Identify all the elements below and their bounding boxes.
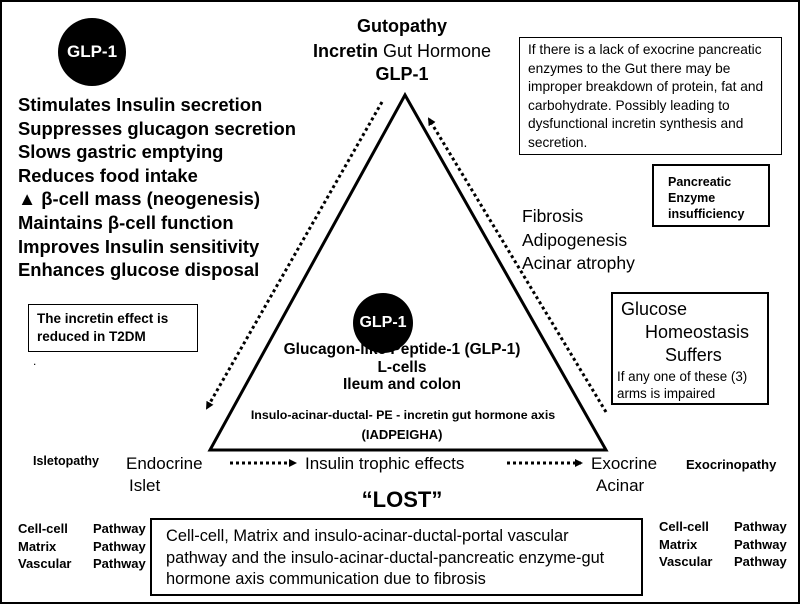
pancreatic-insufficiency-box: Pancreatic Enzyme insufficiency [652,164,770,227]
top-glp1-label: GLP-1 [375,64,429,84]
pathway-type: Cell-cell [18,521,68,536]
fibrosis-item: Acinar atrophy [522,253,635,273]
insulin-trophic-label: Insulin trophic effects [305,454,465,473]
lost-label: “LOST” [361,487,443,512]
glp1-effect-item: Improves Insulin sensitivity [18,235,260,257]
fibrosis-item: Fibrosis [522,206,584,226]
pancreatic-insufficiency-text: Pancreatic Enzyme insufficiency [668,175,745,221]
pathway-row: Vascular Pathway [18,555,146,573]
endocrine-label: Endocrine [126,454,203,473]
exocrine-label: Exocrine [591,454,658,473]
glp1-effect-item: Enhances glucose disposal [18,259,260,281]
pathway-row: Cell-cell Pathway [659,518,787,536]
fibrosis-communication-box: Cell-cell, Matrix and insulo-acinar-duct… [150,518,643,596]
glp1-effect-item: Suppresses glucagon secretion [18,117,296,139]
central-triangle [207,91,609,452]
axis-acronym-label: (IADPEIGHA) [361,427,443,442]
pathway-type: Vascular [18,556,72,571]
pathway-type: Cell-cell [659,519,709,534]
glp1-badge-center: GLP-1 [353,293,413,353]
isletopathy-label: Isletopathy [33,454,99,468]
pathway-word: Pathway [734,554,787,569]
glp1-badge-left: GLP-1 [58,18,126,86]
islet-label: Islet [129,476,161,495]
pathway-row: Vascular Pathway [659,553,787,571]
pathway-type: Matrix [659,536,698,552]
glucagon-like-peptide-label: Glucagon-like Peptide-1 (GLP-1) [283,341,521,358]
ileum-colon-label: Ileum and colon [343,376,461,393]
fibrosis-item: Adipogenesis [522,229,628,250]
glp1-effect-item: ▲ β-cell mass (neogenesis) [18,188,261,210]
glp1-effect-item: Slows gastric emptying [18,141,224,163]
pathway-row: Matrix Pathway [18,538,146,556]
glp1-effect-item: Maintains β-cell function [18,211,234,233]
glp1-effect-item: Stimulates Insulin secretion [18,94,263,115]
pathway-type: Vascular [659,554,713,569]
axis-name-label: Insulo-acinar-ductal- PE - incretin gut … [250,408,556,422]
incretin-gut-hormone-label: Incretin Gut Hormone [292,41,512,62]
impaired-arms-note: If any one of these (3) arms is impaired [617,369,748,401]
pathway-type: Matrix [18,538,57,554]
suffers-line: Suffers [665,345,722,365]
glp1-effect-item: Reduces food intake [18,164,198,186]
pathway-word: Pathway [734,519,787,534]
arrow-glp1-to-islet [205,101,384,410]
glucose-line: Glucose [621,299,688,319]
pathway-word: Pathway [734,536,787,552]
incretin-word: Incretin [312,41,378,61]
incretin-effect-text: The incretin effect is reduced in T2DM [37,311,169,344]
communication-text: Cell-cell, Matrix and insulo-acinar-duct… [166,527,605,588]
pathway-row: Matrix Pathway [659,536,787,554]
gutopathy-label: Gutopathy [357,16,447,36]
incretin-effect-note: The incretin effect is reduced in T2DM [28,304,198,352]
pathway-word: Pathway [93,538,146,554]
due-to-fibrosis-text: due to fibrosis [379,570,486,588]
acinar-label: Acinar [596,476,645,495]
pathway-row: Cell-cell Pathway [18,520,146,538]
l-cells-label: L-cells [377,359,427,376]
glucose-homeostasis-box: Glucose Homeostasis Suffers If any one o… [611,292,769,405]
pathway-word: Pathway [93,556,146,571]
exocrine-enzyme-text: If there is a lack of exocrine pancreati… [528,42,764,150]
homeostasis-line: Homeostasis [645,322,750,342]
pathway-word: Pathway [93,521,146,536]
gut-hormone-text: Gut Hormone [377,41,492,61]
stray-dot: . [33,354,37,368]
exocrine-enzyme-note: If there is a lack of exocrine pancreati… [519,37,782,155]
exocrinopathy-label: Exocrinopathy [686,457,777,472]
